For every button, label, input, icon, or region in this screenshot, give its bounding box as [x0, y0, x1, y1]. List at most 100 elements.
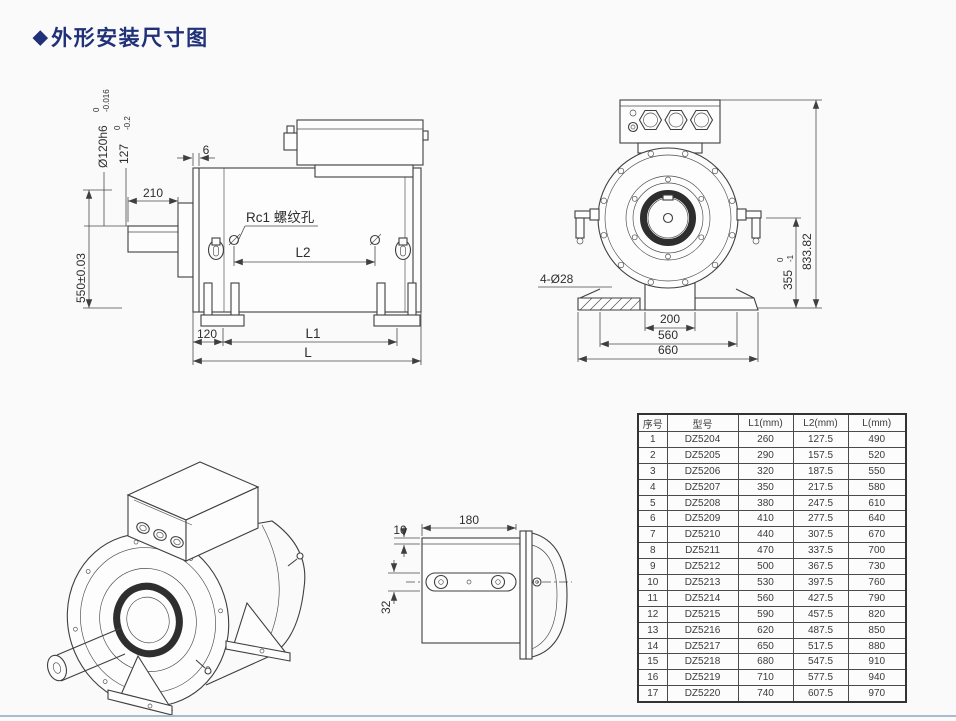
- table-cell: 2: [637, 446, 668, 464]
- fan-dome: [531, 532, 568, 658]
- table-cell: DZ5219: [666, 669, 739, 687]
- page-title-text: 外形安装尺寸图: [51, 27, 209, 50]
- terminal-box-3d: [126, 461, 260, 562]
- mounting-feet-3d: [107, 601, 291, 716]
- table-cell: DZ5210: [666, 526, 739, 544]
- table-cell: 5: [637, 494, 668, 512]
- table-cell: 397.5: [792, 574, 849, 591]
- table-cell: 500: [737, 558, 794, 576]
- table-cell: 680: [737, 653, 794, 671]
- table-cell: DZ5212: [666, 558, 739, 576]
- table-cell: DZ5216: [666, 621, 739, 639]
- dim-l: L: [304, 345, 312, 360]
- table-header-cell: 型号: [666, 413, 739, 432]
- detail-view-drawing: 180 10 32: [379, 513, 572, 660]
- table-cell: 577.5: [792, 669, 849, 687]
- table-cell: 127.5: [792, 431, 849, 448]
- table-cell: DZ5207: [666, 478, 739, 496]
- table-cell: 590: [737, 605, 794, 623]
- cable-glands-front: [627, 109, 714, 133]
- table-cell: 670: [847, 526, 907, 544]
- dim-210: 210: [143, 186, 163, 200]
- table-cell: 530: [737, 574, 794, 591]
- dim-355-tol-upper: 0: [776, 257, 785, 262]
- table-cell: 517.5: [792, 637, 849, 655]
- table-cell: 157.5: [792, 446, 849, 464]
- threaded-hole-left: [228, 233, 241, 246]
- table-cell: 17: [637, 685, 668, 703]
- lifting-eye-right: [394, 237, 412, 261]
- table-cell: DZ5209: [666, 510, 739, 528]
- front-view-drawing: 4-Ø28 200 560 660 355 0 -1 833.82: [538, 99, 822, 363]
- table-cell: 547.5: [792, 653, 849, 671]
- table-cell: 7: [637, 526, 668, 544]
- table-cell: 640: [847, 510, 907, 528]
- table-cell: 910: [847, 653, 907, 671]
- table-cell: 650: [737, 637, 794, 655]
- table-cell: 6: [637, 510, 668, 528]
- dim-560: 560: [658, 328, 678, 342]
- table-cell: DZ5213: [666, 574, 739, 591]
- dim-shaft-tol-lower: -0.016: [102, 89, 111, 112]
- dim-180: 180: [459, 513, 479, 527]
- front-view-dimensions: 4-Ø28 200 560 660 355 0 -1 833.82: [538, 99, 822, 363]
- table-cell: 367.5: [792, 558, 849, 576]
- table-cell: 760: [847, 574, 907, 591]
- dim-200: 200: [660, 312, 680, 326]
- table-cell: 10: [637, 574, 668, 591]
- cable-gland-side: [283, 132, 298, 151]
- table-cell: 850: [847, 621, 907, 639]
- table-cell: 710: [737, 669, 794, 687]
- table-cell: 217.5: [792, 478, 849, 496]
- table-cell: 320: [737, 462, 794, 480]
- dim-shaft-tol-upper: 0: [92, 107, 101, 112]
- detail-view-dimensions: 180 10 32: [379, 513, 517, 614]
- dim-127-tol-upper: 0: [113, 125, 122, 130]
- bottom-rule: [0, 715, 956, 717]
- table-cell: 277.5: [792, 510, 849, 528]
- table-cell: DZ5215: [666, 605, 739, 623]
- dim-l1: L1: [305, 326, 320, 341]
- table-cell: DZ5217: [666, 637, 739, 655]
- table-cell: 440: [737, 526, 794, 544]
- table-cell: DZ5220: [666, 685, 739, 703]
- table-cell: 12: [637, 605, 668, 623]
- table-cell: 4: [637, 478, 668, 496]
- table-cell: 940: [847, 669, 907, 687]
- dim-32: 32: [379, 600, 393, 614]
- dim-127: 127: [117, 144, 131, 164]
- motor-face: [597, 147, 739, 289]
- lifting-eye-left: [207, 237, 225, 261]
- dim-355: 355: [781, 270, 795, 290]
- table-cell: 14: [637, 637, 668, 655]
- dim-550: 550±0.03: [74, 253, 88, 303]
- table-cell: 610: [847, 494, 907, 512]
- table-cell: 11: [637, 589, 668, 607]
- dim-shaft-diameter: Ø120h6: [96, 125, 110, 168]
- grease-fittings-3d: [195, 552, 304, 675]
- table-cell: 620: [737, 621, 794, 639]
- table-header-cell: L(mm): [847, 413, 907, 432]
- table-cell: 740: [737, 685, 794, 703]
- title-diamond-icon: ◆: [33, 26, 50, 48]
- table-cell: DZ5204: [666, 431, 739, 448]
- table-cell: 187.5: [792, 462, 849, 480]
- thread-hole-label: Rc1 螺纹孔: [246, 210, 315, 225]
- table-cell: DZ5214: [666, 589, 739, 607]
- table-cell: 457.5: [792, 605, 849, 623]
